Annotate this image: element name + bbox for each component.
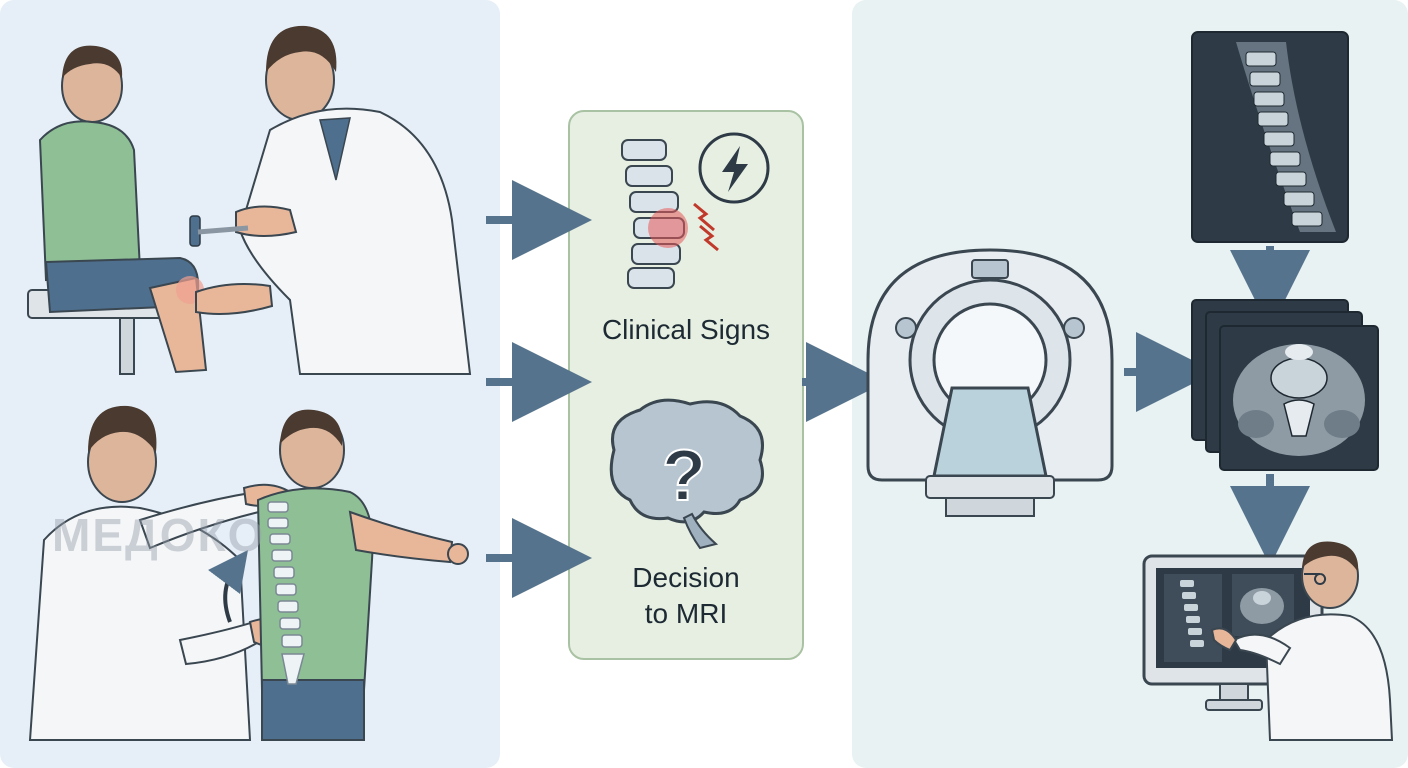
spine-pain-icon — [621, 139, 719, 289]
arrows-to-decision — [486, 180, 592, 598]
spine-exam-scene — [28, 405, 469, 741]
lightning-bolt-icon — [698, 132, 770, 204]
decision-to-mri-text: Decision to MRI — [632, 562, 740, 629]
watermark-logo: МЕДОКО — [52, 509, 266, 561]
patient-spine-overlay — [267, 501, 305, 685]
knee-reflex-exam-scene — [27, 25, 472, 375]
brain-question-icon: ? — [609, 398, 764, 550]
svg-text:?: ? — [662, 436, 706, 516]
axial-mri-slices-icon — [1191, 299, 1379, 471]
radiologist-monitor-icon — [1142, 541, 1394, 741]
clinical-signs-label: Clinical Signs — [601, 314, 771, 345]
spine-mri-image-icon — [1191, 31, 1349, 243]
decision-to-mri-label: Decision to MRI — [570, 560, 802, 632]
reflex-hammer-icon — [189, 215, 249, 247]
mri-scanner-icon — [866, 248, 1114, 517]
